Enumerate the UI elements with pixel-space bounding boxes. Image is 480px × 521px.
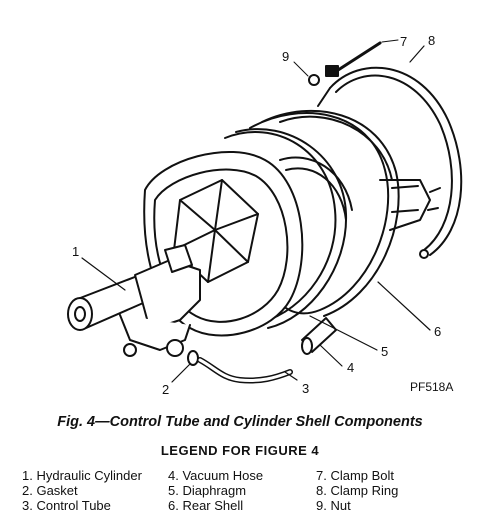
legend-item: 4. Vacuum Hose: [168, 468, 264, 483]
callout-2: 2: [162, 382, 169, 397]
legend-column-2: 4. Vacuum Hose 5. Diaphragm 6. Rear Shel…: [168, 468, 263, 513]
control-tube: [197, 357, 293, 384]
callout-3: 3: [302, 381, 309, 396]
legend-item: 1. Hydraulic Cylinder: [22, 468, 142, 483]
callout-7: 7: [400, 34, 407, 49]
callout-5: 5: [381, 344, 388, 359]
vacuum-hose: [301, 317, 337, 355]
callout-8: 8: [428, 33, 435, 48]
rear-shell: [249, 109, 441, 317]
callout-9: 9: [282, 49, 289, 64]
legend-column-3: 7. Clamp Bolt 8. Clamp Ring 9. Nut: [316, 468, 398, 513]
hydraulic-cylinder: [67, 244, 201, 357]
legend-item: 6. Rear Shell: [168, 498, 244, 513]
legend-item: 2. Gasket: [22, 483, 78, 498]
legend-item: 9. Nut: [316, 498, 351, 513]
figure-code: PF518A: [410, 380, 453, 394]
nut: [293, 61, 320, 86]
clamp-bolt: [325, 39, 399, 77]
legend-item: 7. Clamp Bolt: [316, 468, 395, 483]
figure-caption: Fig. 4—Control Tube and Cylinder Shell C…: [57, 414, 423, 430]
callout-6: 6: [434, 324, 441, 339]
legend-item: 5. Diaphragm: [168, 483, 247, 498]
gasket: [187, 350, 199, 366]
callout-1: 1: [72, 244, 79, 259]
callout-4: 4: [347, 360, 354, 375]
exploded-diagram: 1 2 3 4 5 6 7 8 9 PF518A: [67, 33, 463, 397]
clamp-ring: [317, 66, 463, 259]
legend-item: 8. Clamp Ring: [316, 483, 399, 498]
legend-column-1: 1. Hydraulic Cylinder 2. Gasket 3. Contr…: [22, 468, 142, 513]
legend-title: LEGEND FOR FIGURE 4: [160, 443, 320, 458]
legend-item: 3. Control Tube: [22, 498, 111, 513]
